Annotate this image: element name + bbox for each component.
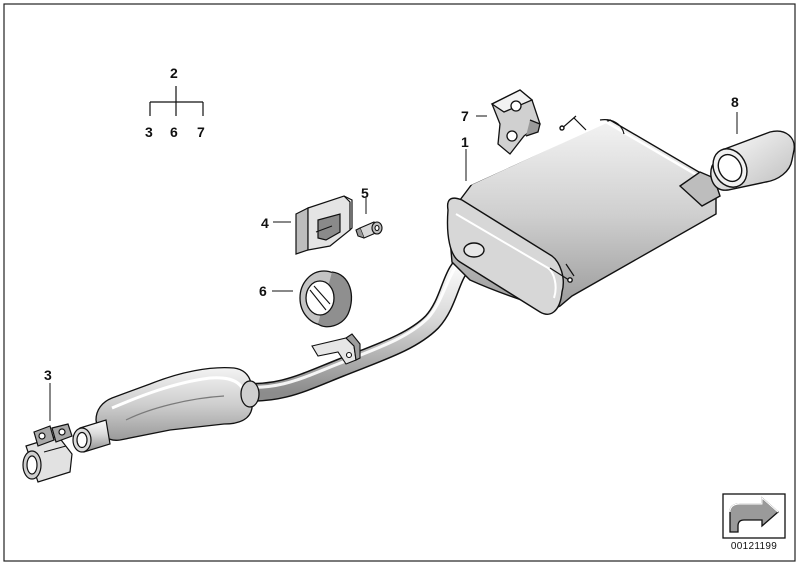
rear-silencer — [446, 115, 721, 315]
callout-2: 2 — [170, 65, 178, 81]
rubber-ring — [299, 270, 353, 328]
callout-4: 4 — [261, 215, 269, 231]
bolt — [355, 221, 383, 239]
callout-5: 5 — [361, 185, 369, 201]
callout-3: 3 — [44, 367, 52, 383]
rubber-hanger — [490, 89, 541, 155]
diagram-border — [3, 3, 796, 562]
document-id: 00121199 — [730, 541, 778, 552]
support-bracket — [295, 195, 353, 255]
tailpipe-tip — [710, 130, 795, 191]
front-stub-pipe — [72, 419, 111, 453]
pipe-hanger — [311, 333, 361, 365]
callout-1: 1 — [461, 134, 469, 150]
callout-3-kit: 3 — [145, 124, 153, 140]
callout-6-kit: 6 — [170, 124, 178, 140]
front-silencer — [95, 366, 260, 441]
kit-bracket — [149, 86, 204, 116]
pipe-clamp — [22, 423, 73, 483]
callout-6: 6 — [259, 283, 267, 299]
leader-lines — [49, 112, 738, 421]
page-turn-arrow-icon[interactable] — [722, 493, 786, 539]
connecting-pipe — [226, 248, 498, 402]
callout-7-kit: 7 — [197, 124, 205, 140]
callout-7: 7 — [461, 108, 469, 124]
callout-8: 8 — [731, 94, 739, 110]
